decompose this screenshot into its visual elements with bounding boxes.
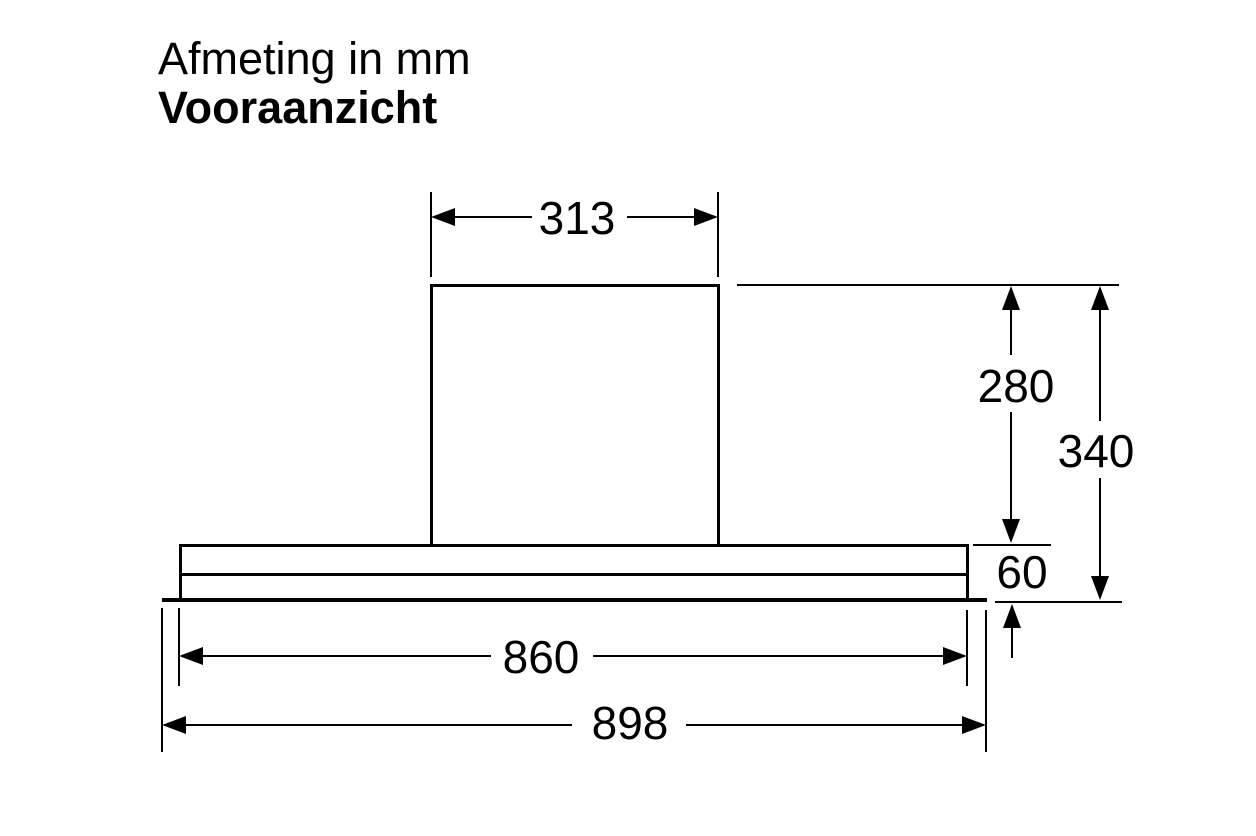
arrowhead-898-left — [162, 716, 186, 734]
ext-line-313-left — [430, 192, 432, 277]
arrowhead-313-left — [431, 208, 455, 226]
ext-line-860-right — [966, 610, 968, 686]
dim-line-898-left-segment — [186, 724, 572, 726]
dim-line-313-right-segment — [627, 216, 694, 218]
dim-label-overall-height: 340 — [1053, 428, 1139, 474]
arrowhead-313-right — [694, 208, 718, 226]
ext-line-313-right — [717, 192, 719, 277]
ext-line-60-top — [973, 544, 1051, 546]
arrowhead-280-bottom — [1002, 519, 1020, 543]
ext-line-chimney-top — [737, 284, 1119, 286]
dim-line-340-top-segment — [1099, 309, 1101, 421]
view-label: Vooraanzicht — [158, 82, 438, 133]
dim-label-chimney-height: 280 — [973, 363, 1059, 409]
units-note: Afmeting in mm — [158, 33, 471, 84]
ext-line-60-bottom — [995, 601, 1122, 603]
dim-label-overall-width: 898 — [587, 700, 673, 746]
arrowhead-898-right — [962, 716, 986, 734]
dim-label-chimney-width: 313 — [534, 195, 620, 241]
hood-body-divider-line — [182, 573, 966, 576]
title-block: Afmeting in mm Vooraanzicht — [158, 34, 471, 132]
arrowhead-860-right — [943, 647, 967, 665]
ext-line-898-right — [985, 610, 987, 752]
arrowhead-340-bottom — [1091, 576, 1109, 600]
arrowhead-280-top — [1002, 286, 1020, 310]
arrowhead-860-left — [179, 647, 203, 665]
dim-label-body-height: 60 — [992, 549, 1052, 595]
hood-body-outline — [179, 544, 969, 600]
ext-line-898-left — [161, 608, 163, 752]
dim-line-340-bottom-segment — [1099, 478, 1101, 577]
arrowhead-340-top — [1091, 286, 1109, 310]
arrowhead-60-bottom — [1003, 604, 1021, 628]
dim-line-313-left-segment — [455, 216, 532, 218]
dim-line-898-right-segment — [686, 724, 962, 726]
dim-line-860-left-segment — [203, 655, 491, 657]
bottom-plate-line — [162, 598, 987, 602]
dim-line-280-bottom-segment — [1010, 412, 1012, 520]
dim-line-280-top-segment — [1010, 309, 1012, 355]
chimney-outline — [430, 284, 720, 544]
dim-line-860-right-segment — [593, 655, 943, 657]
dim-line-60-bottom-stub — [1011, 628, 1013, 658]
dim-label-body-width: 860 — [498, 634, 584, 680]
